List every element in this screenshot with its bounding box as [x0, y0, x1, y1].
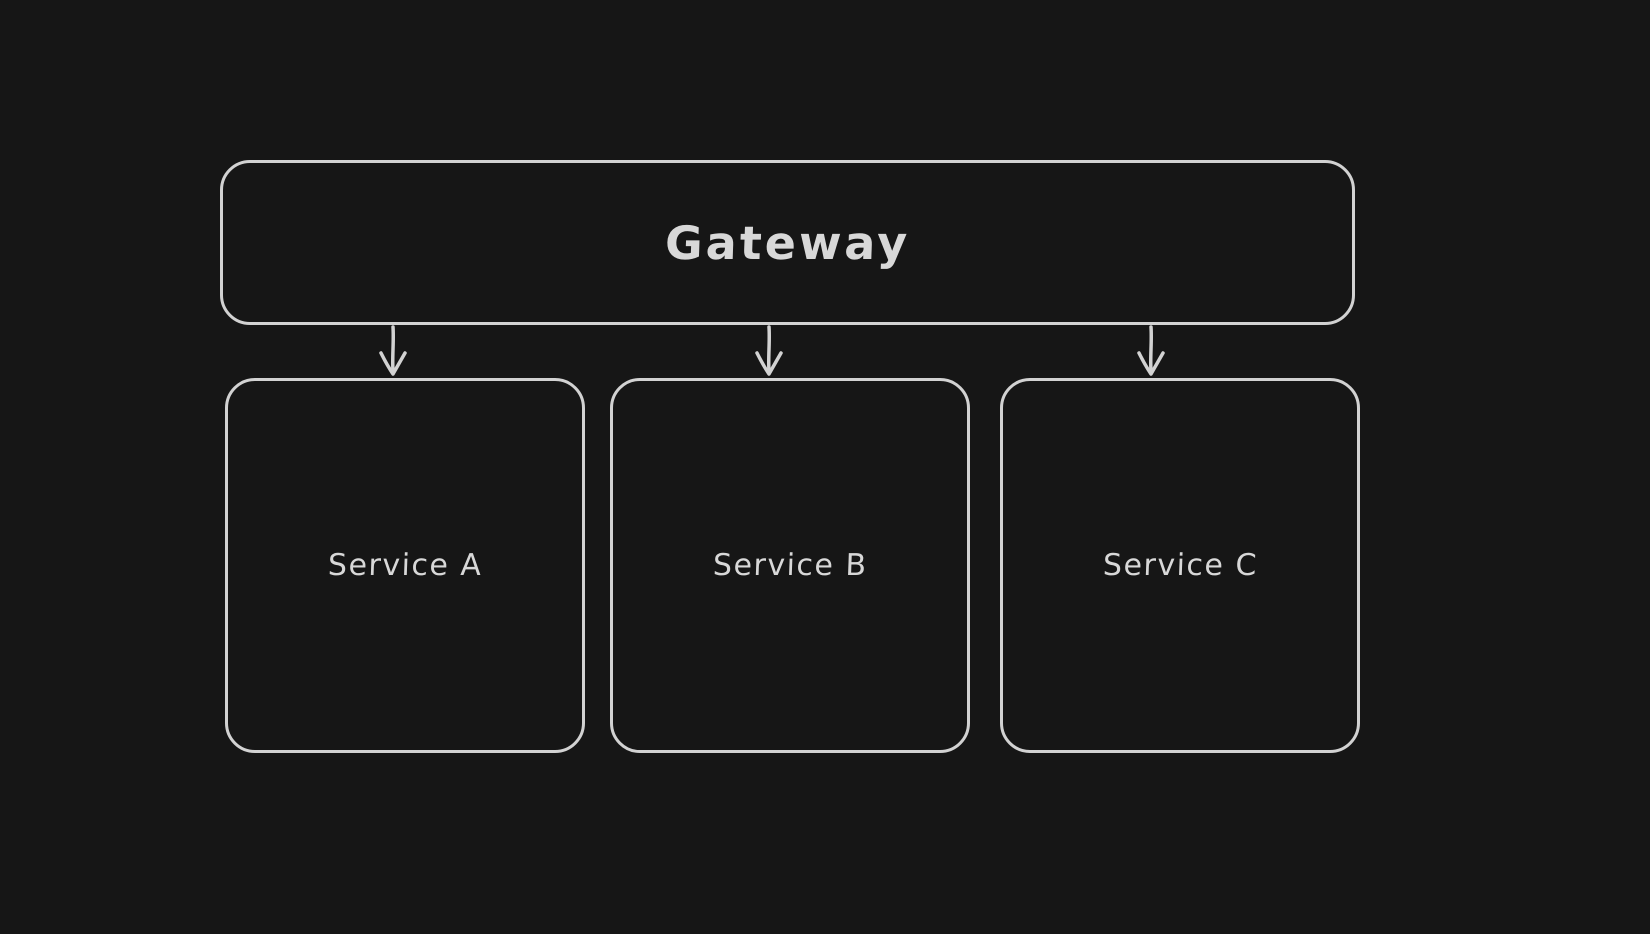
arrow-gateway-to-service-c arrow-down-icon [1137, 325, 1165, 376]
node-service-a: Service A [225, 378, 585, 753]
arrow-gateway-to-service-a arrow-down-icon [379, 325, 407, 376]
node-service-c: Service C [1000, 378, 1360, 753]
node-service-b: Service B [610, 378, 970, 753]
gateway-label: Gateway [664, 215, 911, 270]
node-gateway: Gateway [220, 160, 1355, 325]
service-b-label: Service B [712, 548, 868, 583]
service-a-label: Service A [327, 548, 483, 583]
service-c-label: Service C [1101, 548, 1259, 583]
arrow-gateway-to-service-b arrow-down-icon [755, 325, 783, 376]
